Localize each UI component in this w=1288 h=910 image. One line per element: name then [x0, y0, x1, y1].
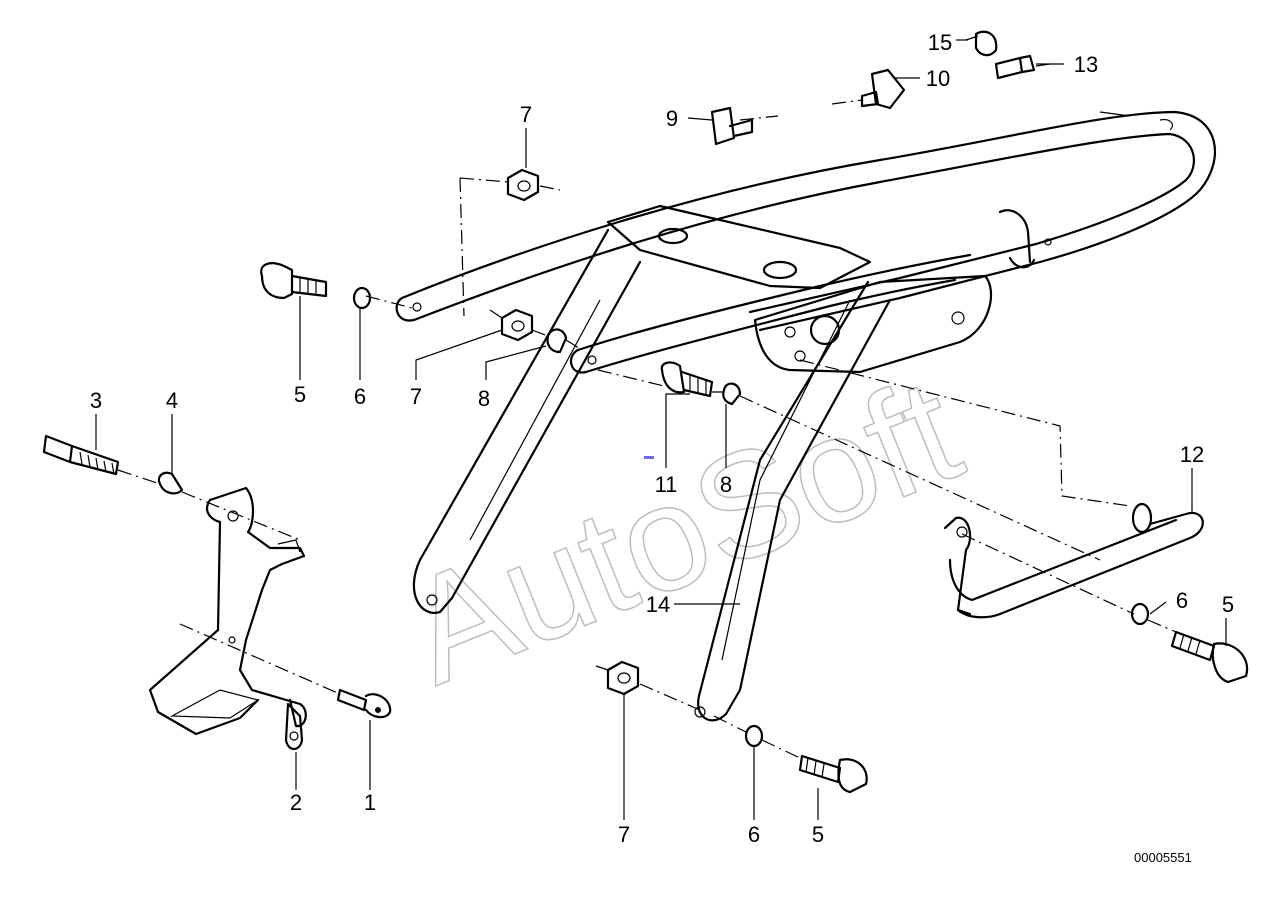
- callout-7-bottom: 7: [618, 822, 630, 847]
- washer-4: [157, 471, 184, 495]
- strut-14: [694, 280, 892, 722]
- rear-frame: [395, 110, 1217, 374]
- callout-8-right: 8: [720, 472, 732, 497]
- leader-lines: [95, 39, 1227, 820]
- assembly-lines: [117, 63, 1177, 759]
- callout-2: 2: [290, 790, 302, 815]
- grab-handle-12: [943, 502, 1204, 619]
- callout-9: 9: [666, 106, 678, 131]
- callout-7-middle: 7: [410, 384, 422, 409]
- clip-9: [710, 106, 754, 146]
- callout-6-right: 6: [1176, 588, 1188, 613]
- callout-5-upper: 5: [294, 382, 306, 407]
- callout-13: 13: [1074, 52, 1098, 77]
- washer-8-right: [722, 382, 742, 406]
- callout-12: 12: [1180, 442, 1204, 467]
- callout-labels: 1 2 3 4 5 5 5 6 6 6 7 7 7 8 8 9 10 11 12…: [90, 30, 1234, 847]
- pin-10: [860, 68, 906, 110]
- callout-11: 11: [655, 472, 678, 497]
- callout-8-middle: 8: [478, 386, 490, 411]
- screw-13: [994, 54, 1036, 80]
- bolt-1: [336, 688, 392, 719]
- washer-6-upper: [352, 286, 372, 310]
- bolt-5-bottom: [798, 754, 868, 794]
- marker: [644, 456, 654, 459]
- document-number: 00005551: [1134, 850, 1192, 865]
- washer-8-middle: [546, 328, 568, 354]
- callout-15: 15: [928, 30, 952, 55]
- clip-15: [965, 30, 998, 57]
- callout-10: 10: [926, 66, 950, 91]
- callout-6-bottom: 6: [748, 822, 760, 847]
- bolt-11: [660, 361, 714, 398]
- callout-5-right: 5: [1222, 592, 1234, 617]
- callout-4: 4: [166, 388, 178, 413]
- bolt-5-upper: [260, 262, 328, 300]
- callout-1: 1: [364, 790, 376, 815]
- callout-7-top: 7: [520, 102, 532, 127]
- callout-14: 14: [646, 592, 670, 617]
- watermark-text: AutoSoft: [384, 345, 980, 716]
- callout-3: 3: [90, 388, 102, 413]
- nut-7-middle: [500, 308, 534, 342]
- nut-7-bottom: [606, 660, 640, 696]
- washer-6-bottom: [744, 724, 764, 748]
- callout-5-bottom: 5: [812, 822, 824, 847]
- holder-bracket-2: [148, 486, 307, 751]
- left-strut: [412, 228, 642, 614]
- nut-7-top: [506, 168, 540, 202]
- washer-6-right: [1130, 602, 1150, 626]
- callout-6-upper: 6: [354, 384, 366, 409]
- bolt-3: [42, 434, 120, 476]
- bolt-5-right: [1170, 630, 1249, 684]
